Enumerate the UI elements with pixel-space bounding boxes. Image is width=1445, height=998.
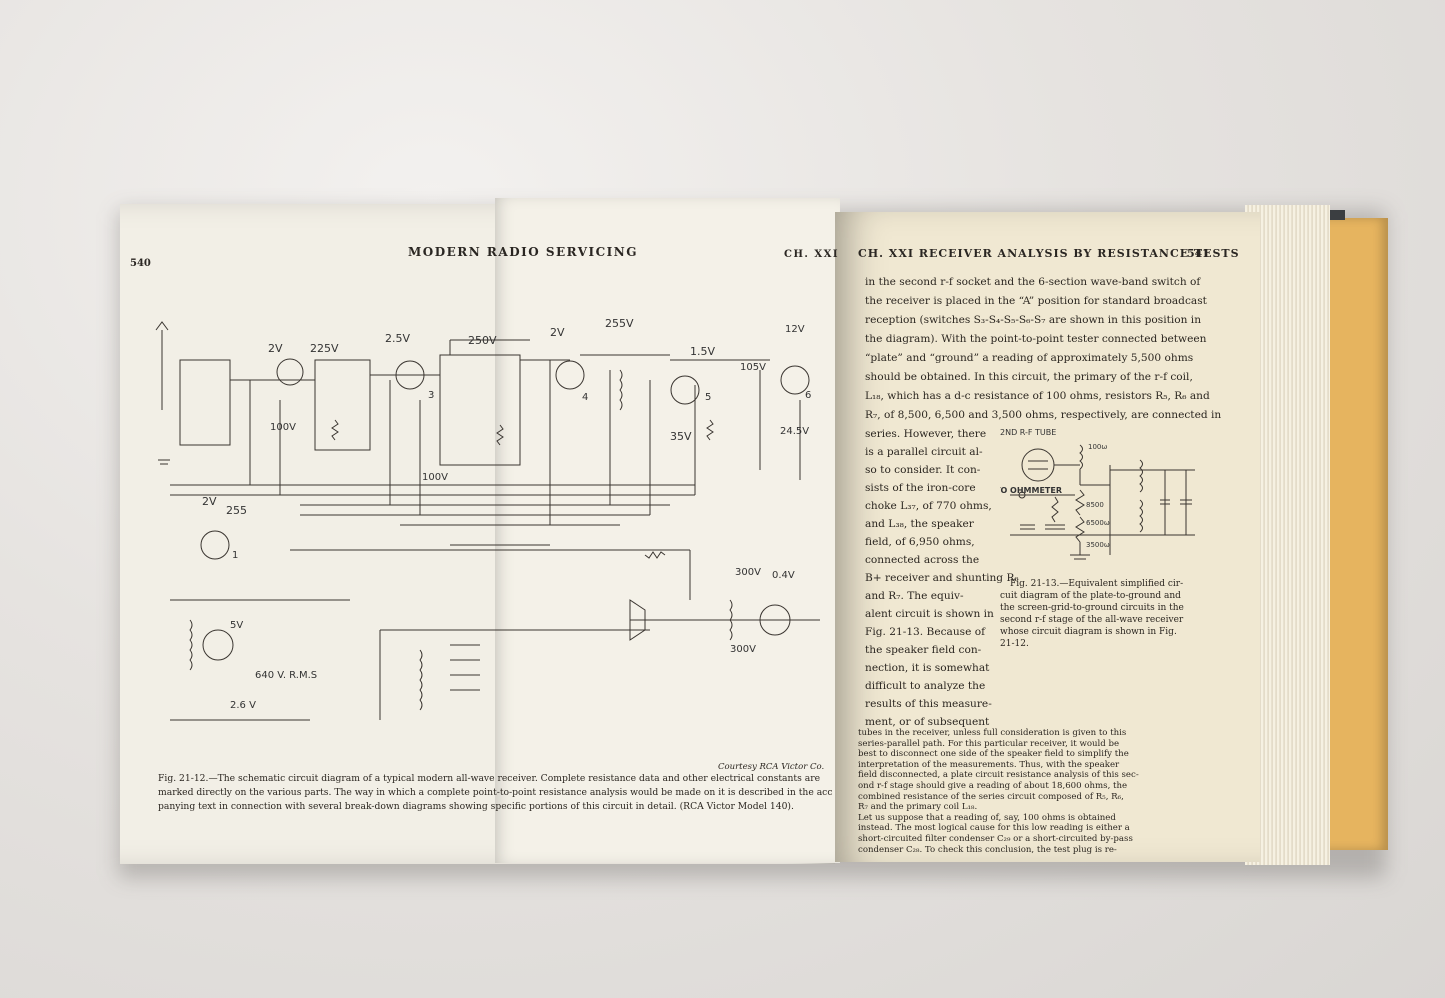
right-running-head: CH. XXI RECEIVER ANALYSIS BY RESISTANCE … bbox=[858, 247, 1240, 260]
text-line: field disconnected, a plate circuit resi… bbox=[858, 770, 1139, 781]
text-line: is a parallel circuit al- bbox=[865, 446, 983, 458]
text-line: the diagram). With the point-to-point te… bbox=[865, 333, 1207, 345]
right-page-number: 541 bbox=[1187, 247, 1210, 260]
text-line: instead. The most logical cause for this… bbox=[858, 823, 1130, 834]
schematic-label: 35V bbox=[670, 430, 692, 443]
text-line: results of this measure- bbox=[865, 698, 992, 710]
schematic-label: 255V bbox=[605, 317, 634, 330]
text-line: nection, it is somewhat bbox=[865, 662, 990, 674]
left-page-number: 540 bbox=[130, 258, 151, 269]
text-line: and L₃₈, the speaker bbox=[865, 518, 974, 530]
text-line: difficult to analyze the bbox=[865, 680, 986, 692]
fig13-label: 2ND R-F TUBE bbox=[1000, 428, 1056, 437]
schematic-label: 100V bbox=[422, 472, 448, 483]
text-line: Fig. 21-13. Because of bbox=[865, 626, 986, 638]
text-line: ond r-f stage should give a reading of a… bbox=[858, 781, 1128, 791]
schematic-label: 1 bbox=[232, 550, 238, 561]
caption-line: second r-f stage of the all-wave receive… bbox=[1000, 615, 1184, 625]
caption-line: whose circuit diagram is shown in Fig. bbox=[1000, 627, 1177, 637]
text-line: series. However, there bbox=[865, 428, 987, 440]
fig13-label: 100ω bbox=[1088, 443, 1107, 451]
text-line: combined resistance of the series circui… bbox=[858, 791, 1124, 802]
text-line: best to disconnect one side of the speak… bbox=[858, 749, 1129, 760]
fig13-label: 8500 bbox=[1086, 501, 1104, 509]
left-running-head-chapter: CH. XXI bbox=[784, 249, 840, 260]
schematic-diagram: 2V 225V 2.5V 250V 2V 255V 1.5V 105V 12V … bbox=[155, 317, 820, 721]
schematic-label: 2.6 V bbox=[230, 700, 256, 711]
schematic-label: 0.4V bbox=[772, 570, 795, 581]
courtesy-credit: Courtesy RCA Victor Co. bbox=[718, 762, 825, 772]
text-line: short-circuited filter condenser C₂₉ or … bbox=[858, 834, 1133, 844]
caption-line: Fig. 21-13.—Equivalent simplified cir- bbox=[1010, 579, 1184, 589]
foldout-page bbox=[495, 198, 840, 863]
text-line: series-parallel path. For this particula… bbox=[858, 738, 1120, 749]
schematic-label: 5 bbox=[705, 392, 711, 403]
schematic-label: 105V bbox=[740, 362, 766, 373]
text-line: the speaker field con- bbox=[865, 644, 982, 656]
text-line: B+ receiver and shunting R₆ bbox=[865, 572, 1019, 584]
text-line: sists of the iron-core bbox=[865, 482, 976, 494]
text-line: alent circuit is shown in bbox=[865, 608, 994, 620]
text-line: the receiver is placed in the “A” positi… bbox=[865, 295, 1207, 307]
fig13-label: TO OHMMETER bbox=[1000, 486, 1062, 495]
schematic-label: 24.5V bbox=[780, 426, 809, 437]
schematic-label: 3 bbox=[428, 390, 434, 401]
text-line: ment, or of subsequent bbox=[865, 716, 990, 728]
fig13-label: 3500ω bbox=[1086, 541, 1110, 549]
text-line: “plate” and “ground” a reading of approx… bbox=[865, 352, 1194, 364]
caption-line: the screen-grid-to-ground circuits in th… bbox=[1000, 603, 1184, 613]
schematic-label: 300V bbox=[730, 644, 756, 655]
text-line: condenser C₂₈. To check this conclusion,… bbox=[858, 844, 1117, 855]
figure-21-12-caption-line-1: Fig. 21-12.—The schematic circuit diagra… bbox=[158, 773, 821, 784]
schematic-label: 5V bbox=[230, 620, 243, 631]
caption-line: 21-12. bbox=[1000, 639, 1029, 649]
figure-21-12-caption-line-2: marked directly on the various parts. Th… bbox=[158, 787, 833, 798]
schematic-label: 2V bbox=[550, 326, 565, 339]
figure-21-12-caption-line-3: panying text in connection with several … bbox=[158, 801, 794, 812]
left-running-head: MODERN RADIO SERVICING bbox=[408, 245, 639, 259]
schematic-label: 640 V. R.M.S bbox=[255, 670, 317, 681]
text-line: L₁₈, which has a d-c resistance of 100 o… bbox=[865, 390, 1210, 402]
schematic-label: 4 bbox=[582, 392, 588, 403]
text-line: Let us suppose that a reading of, say, 1… bbox=[858, 812, 1116, 823]
schematic-label: 255 bbox=[226, 504, 247, 517]
text-line: reception (switches S₃-S₄-S₅-S₆-S₇ are s… bbox=[865, 314, 1202, 326]
book-cover bbox=[1320, 218, 1388, 850]
text-line: and R₇. The equiv- bbox=[865, 590, 964, 602]
text-line: connected across the bbox=[865, 554, 980, 566]
schematic-label: 100V bbox=[270, 422, 296, 433]
fig13-label: 6500ω bbox=[1086, 519, 1110, 527]
schematic-label: 225V bbox=[310, 342, 339, 355]
schematic-label: 12V bbox=[785, 324, 805, 335]
schematic-label: 2V bbox=[268, 342, 283, 355]
right-page bbox=[835, 212, 1260, 862]
text-line: field, of 6,950 ohms, bbox=[865, 536, 975, 548]
schematic-label: 2.5V bbox=[385, 332, 410, 345]
schematic-label: 250V bbox=[468, 334, 497, 347]
text-line: tubes in the receiver, unless full consi… bbox=[858, 728, 1127, 738]
figure-21-13-diagram: 2ND R-F TUBE TO OHMMETER 8500 6500ω 3500… bbox=[1000, 428, 1195, 560]
text-line: should be obtained. In this circuit, the… bbox=[865, 371, 1193, 383]
schematic-label: 300V bbox=[735, 567, 761, 578]
text-line: in the second r-f socket and the 6-secti… bbox=[865, 276, 1201, 288]
schematic-label: 2V bbox=[202, 495, 217, 508]
schematic-label: 6 bbox=[805, 390, 811, 401]
text-line: so to consider. It con- bbox=[865, 464, 981, 476]
caption-line: cuit diagram of the plate-to-ground and bbox=[1000, 591, 1181, 601]
text-line: R₇ and the primary coil L₁₈. bbox=[858, 802, 978, 813]
text-line: choke L₃₇, of 770 ohms, bbox=[865, 500, 992, 512]
text-line: R₇, of 8,500, 6,500 and 3,500 ohms, resp… bbox=[865, 409, 1222, 421]
schematic-label: 1.5V bbox=[690, 345, 715, 358]
text-line: interpretation of the measurements. Thus… bbox=[858, 759, 1120, 770]
